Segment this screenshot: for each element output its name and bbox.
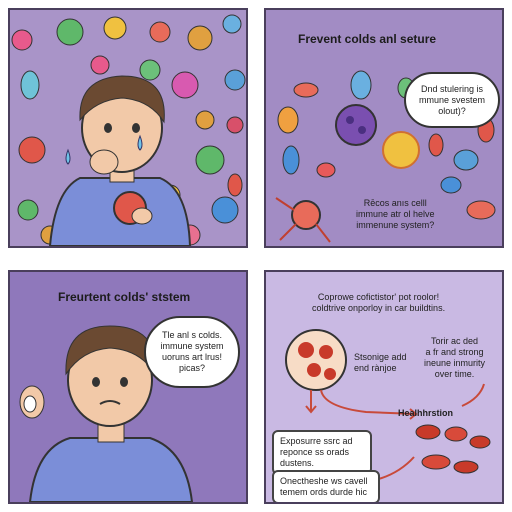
info-box-summary: Onectheshe ws cavell temem ords durde hi…	[272, 470, 380, 502]
panel-title: Frevent colds anl seture	[298, 32, 437, 46]
panel-immunity-diagram: Coprowe cofictistor' pot roolor! coldtri…	[264, 270, 504, 504]
cell-circle	[285, 329, 347, 391]
immunity-diagram-art	[285, 329, 491, 483]
panel-worried-child: Freurtent colds' ststem Tle anl s colds.…	[8, 270, 248, 504]
speech-bubble: Tle anl s colds. immune system uoruns ar…	[144, 316, 240, 388]
child-shirt	[28, 437, 194, 502]
right-text: Torir ac ded a fr and strong ineune inmu…	[424, 336, 486, 379]
panel-heading: Coprowe cofictistor' pot roolor! coldtri…	[312, 292, 446, 313]
middle-text: Stsonige add end rànjoe	[354, 352, 407, 373]
germs-illustration	[11, 14, 246, 246]
burst-cell	[382, 131, 420, 169]
germ-cluster	[11, 14, 246, 246]
diagram-label: Healhhrstion	[398, 408, 454, 418]
spider-germ	[291, 200, 321, 230]
panel-title: Freurtent colds' ststem	[58, 290, 191, 304]
purple-cell	[335, 104, 377, 146]
info-box-exposure: Exposurre ssrc ad reponce ss orads duste…	[272, 430, 372, 475]
red-blood-cells	[415, 424, 491, 474]
panel-immune-fight: Frevent colds anl seture Dnd stulering i…	[264, 8, 504, 248]
panel-body-text: Rēcos anıs celll immune atr ol helve imm…	[356, 198, 435, 230]
worried-child-illustration	[19, 325, 194, 502]
speech-bubble: Dnd stulering is mmune svestem olout)?	[404, 72, 500, 128]
panel-sick-child	[8, 8, 248, 248]
